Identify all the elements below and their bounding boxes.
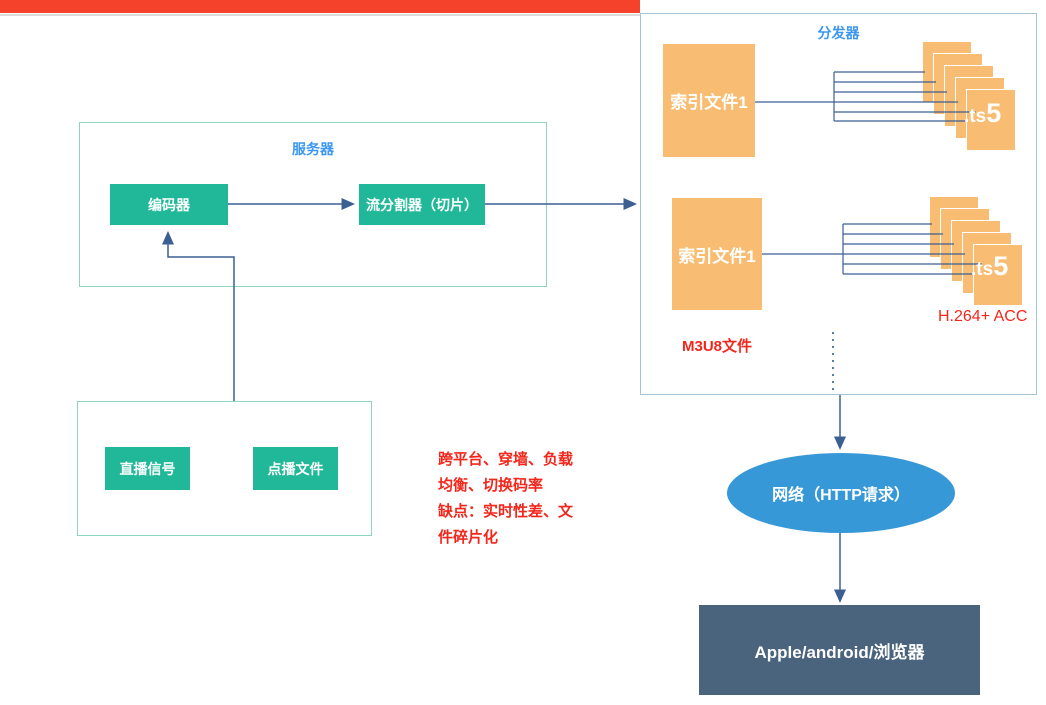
encoder-node: 编码器	[110, 184, 228, 225]
notes-line: 缺点：实时性差、文	[438, 503, 574, 520]
m3u8-caption: M3U8文件	[682, 338, 753, 355]
splitter-node: 流分割器（切片）	[359, 184, 485, 225]
top-divider-line	[0, 14, 640, 16]
ts-label-prefix: .ts	[964, 106, 987, 127]
live-signal-node: 直播信号	[105, 447, 190, 490]
index-file-node-2: 索引文件1	[672, 198, 762, 310]
ts-label-prefix: .ts	[971, 259, 994, 280]
codec-caption: H.264+ ACC	[938, 308, 1028, 325]
vod-file-node: 点播文件	[253, 447, 338, 490]
ts-stack-1-label: .ts5	[964, 98, 1001, 129]
network-ellipse: 网络（HTTP请求）	[727, 453, 955, 533]
ts-file-layer	[973, 244, 1023, 306]
ts-stack-1	[922, 41, 1023, 154]
distributor-group-label: 分发器	[817, 25, 860, 41]
server-group-label: 服务器	[292, 141, 334, 157]
client-box: Apple/android/浏览器	[699, 605, 980, 695]
ts-stack-2	[929, 196, 1030, 309]
ts-label-suffix: 5	[986, 98, 1002, 128]
ts-file-layer	[966, 89, 1016, 151]
progress-bar	[0, 0, 640, 13]
notes-line: 均衡、切换码率	[438, 477, 544, 494]
ts-label-suffix: 5	[993, 251, 1009, 281]
notes-line: 件碎片化	[438, 529, 499, 546]
notes-line: 跨平台、穿墙、负载	[438, 451, 574, 468]
ts-stack-2-label: .ts5	[971, 251, 1008, 282]
notes-text: 跨平台、穿墙、负载 均衡、切换码率 缺点：实时性差、文 件碎片化	[438, 447, 608, 551]
index-file-node-1: 索引文件1	[663, 44, 755, 157]
